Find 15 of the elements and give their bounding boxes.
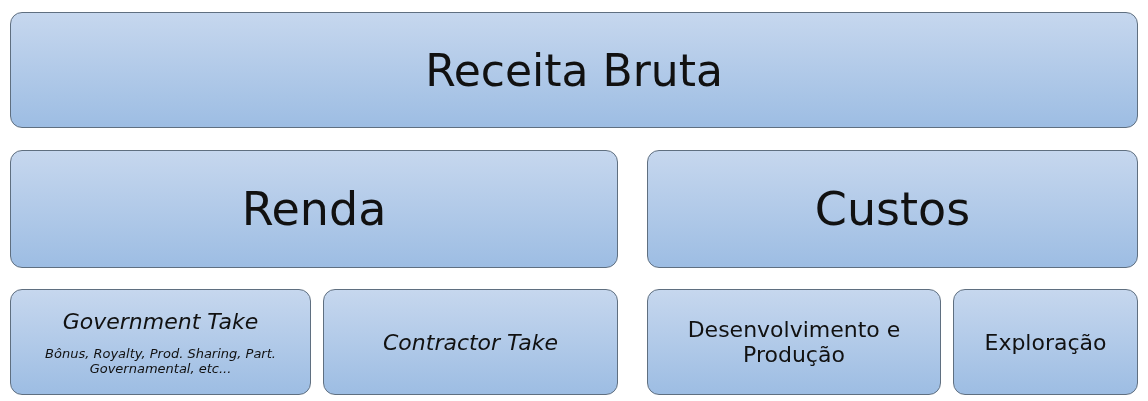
category-box bbox=[10, 289, 311, 395]
box-title: Renda bbox=[241, 182, 387, 236]
box-title: Desenvolvimento e Produção bbox=[686, 317, 902, 367]
category-box bbox=[10, 12, 1138, 128]
box-subtitle: Bônus, Royalty, Prod. Sharing, Part. Governamental, etc... bbox=[44, 345, 277, 376]
category-box bbox=[323, 289, 618, 395]
box-title: Exploração bbox=[984, 329, 1107, 355]
box-title: Contractor Take bbox=[383, 329, 558, 355]
box-title: Government Take bbox=[62, 308, 259, 334]
category-box bbox=[953, 289, 1138, 395]
category-box bbox=[647, 150, 1138, 268]
category-box bbox=[10, 150, 618, 268]
category-box bbox=[647, 289, 941, 395]
box-title: Custos bbox=[814, 182, 971, 236]
box-title: Receita Bruta bbox=[425, 44, 723, 96]
